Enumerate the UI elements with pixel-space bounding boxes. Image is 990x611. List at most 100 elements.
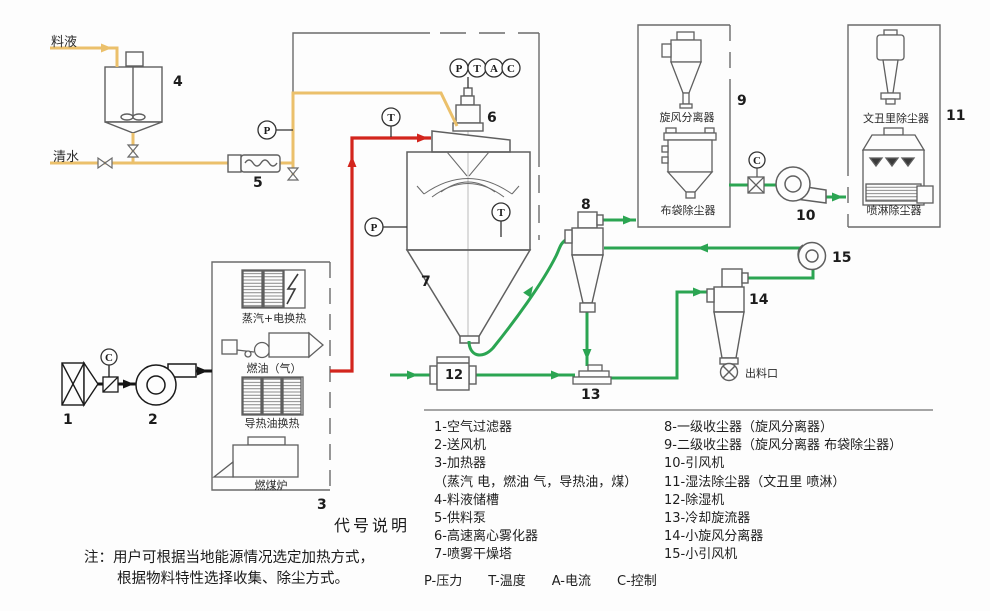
d13-base — [572, 376, 612, 385]
ss-cap — [883, 127, 904, 136]
ss-top — [861, 134, 926, 151]
footnote: 注：用户可根据当地能源情况选定加热方式， 根据物料特性选择收集、除尘方式。 — [84, 548, 374, 590]
num-5: 5 — [253, 175, 263, 191]
d13-mid — [578, 370, 610, 378]
filter-outlet-cone — [83, 360, 99, 408]
filter-x2 — [61, 362, 85, 406]
d13-top — [587, 364, 603, 372]
cy8-outlet-stub — [596, 214, 604, 226]
legend-item: 15-小引风机 — [664, 547, 738, 563]
atomizer-flange — [452, 122, 484, 132]
agitator-motor-icon — [125, 51, 144, 67]
arrow-hot-right — [417, 133, 428, 143]
legend-item: 4-料液储槽 — [434, 492, 499, 508]
heater-box-solid — [211, 261, 330, 491]
he2-cell2 — [262, 377, 282, 415]
spray-scrubber-glyph — [861, 127, 934, 206]
arrow-to-box9 — [623, 215, 634, 225]
legend-item: 9-二级收尘器（旋风分离器 布袋除尘器） — [664, 438, 903, 454]
legend-item: 1-空气过滤器 — [434, 420, 512, 435]
pressure-gauge-tower-icon — [364, 217, 384, 237]
tag-c-fan10: C — [753, 155, 761, 167]
heater-to-tower-pipe — [330, 136, 431, 373]
arrow-recycle — [697, 243, 708, 253]
burner-nose — [308, 331, 324, 359]
legend-item: 6-高速离心雾化器 — [434, 529, 538, 545]
instrument-legend-item: T-温度 — [488, 574, 526, 589]
num-13: 13 — [581, 387, 600, 403]
legend-right-column: 8-一级收尘器（旋风分离器）9-二级收尘器（旋风分离器 布袋除尘器）10-引风机… — [664, 419, 902, 565]
cooling-cyclone-13 — [572, 364, 612, 385]
instruments — [100, 58, 766, 366]
atomizer-body — [455, 104, 481, 124]
flow-arrows — [101, 43, 843, 389]
air-disperser — [431, 130, 511, 153]
cyclone14-to-fan15-pipe — [747, 267, 815, 280]
wet-scrubber-box-11 — [847, 24, 941, 228]
legend-title: 代号说明 — [334, 516, 411, 535]
cy9-top — [670, 39, 702, 63]
bag-filter-label: 布袋除尘器 — [661, 203, 716, 217]
small-fan-15 — [797, 241, 827, 271]
num-10: 10 — [796, 208, 816, 224]
bf-tab2 — [704, 127, 715, 134]
tower-to-cyclone8-pipe — [467, 237, 568, 357]
he2-frame — [241, 376, 304, 416]
spray-whisker-l — [416, 185, 425, 195]
instrument-legend-item: P-压力 — [424, 574, 463, 589]
vt-body — [876, 34, 905, 61]
bf-side-tab2 — [661, 156, 669, 164]
pump-head — [227, 154, 242, 173]
he1-cell1 — [242, 270, 263, 308]
bf-side-tab1 — [661, 145, 669, 153]
arrow-air1 — [123, 379, 134, 389]
legend-item: 14-小旋风分离器 — [664, 529, 764, 545]
d12-port-left — [429, 365, 438, 385]
burner-link — [236, 349, 255, 353]
cy8-cone — [571, 254, 604, 304]
fan10-hub — [784, 175, 802, 193]
legend-item: 13-冷却旋流器 — [664, 511, 751, 527]
spray-whisker-r — [511, 185, 520, 195]
fan2-hub — [146, 375, 166, 395]
coal-furnace-label: 燃煤炉 — [255, 478, 288, 492]
discharge-port-label: 出料口 — [745, 366, 778, 380]
tag-t-tower: T — [497, 207, 505, 219]
num-1: 1 — [63, 412, 73, 428]
gauge-c-icon — [501, 58, 521, 78]
pressure-gauge-feed-icon — [257, 120, 277, 140]
legend-item: 3-加热器 — [434, 456, 486, 472]
cy8-outlet-box — [577, 211, 598, 229]
hot-section-box — [292, 32, 540, 240]
legend-item: 10-引风机 — [664, 456, 725, 472]
cy14-outlet-box — [721, 268, 743, 288]
atomizer-6 — [452, 87, 484, 132]
cyclone-separator-glyph — [661, 31, 702, 109]
num-6: 6 — [487, 110, 497, 126]
supply-fan-2 — [135, 363, 197, 406]
cy14-outlet-stub — [741, 272, 749, 284]
ss-nozzle3 — [900, 157, 916, 168]
ss-side-box — [916, 185, 934, 204]
ss-nozzle1 — [868, 157, 884, 168]
num-14: 14 — [749, 292, 769, 308]
he2-cell3 — [282, 377, 302, 415]
num-11: 11 — [946, 108, 965, 124]
furnace-body — [232, 444, 299, 478]
spray-arc-2 — [431, 183, 505, 198]
he2-cell1 — [242, 377, 262, 415]
feed-tank-4 — [104, 51, 163, 134]
num-9: 9 — [737, 93, 747, 109]
bag-filter-glyph — [661, 127, 717, 199]
dehumidifier-12 — [429, 356, 477, 391]
footnote-line-2: 根据物料特性选择收集、除尘方式。 — [117, 571, 349, 587]
burner-chamber — [268, 332, 310, 358]
induced-fan-10 — [775, 166, 827, 204]
tag-t-top: T — [473, 63, 481, 75]
temp-gauge-hotair-icon — [381, 107, 401, 127]
he1-frame — [241, 269, 306, 309]
furnace-hopper — [212, 460, 234, 478]
atomizer-cap — [463, 87, 473, 97]
